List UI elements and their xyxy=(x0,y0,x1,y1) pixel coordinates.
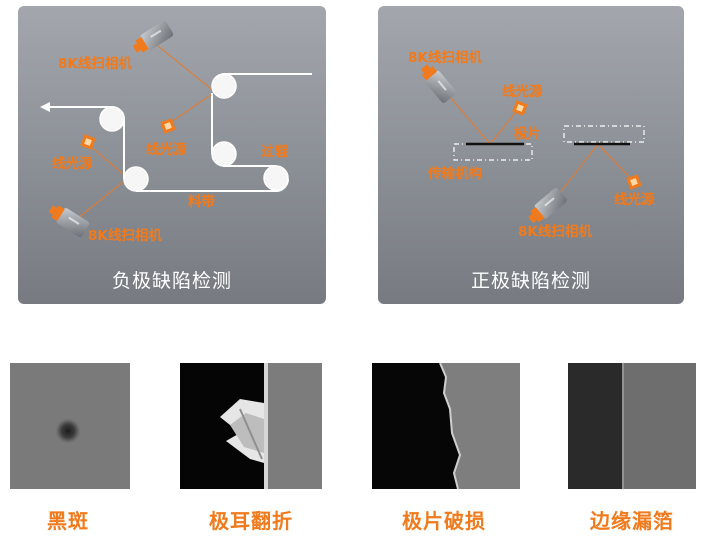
light-beam xyxy=(77,177,129,219)
roller-icon xyxy=(211,73,237,99)
light-source-label: 线光源 xyxy=(614,191,655,208)
camera-label: 8K线扫相机 xyxy=(408,49,482,66)
line-scan-camera-icon xyxy=(528,188,567,224)
roller-icon xyxy=(123,166,149,192)
negative-inspection-panel: 8K线扫相机 线光源 线光源 过辊 料带 8K线扫相机 负极缺陷检测 xyxy=(18,6,326,304)
arrow-left-icon xyxy=(40,102,50,112)
sample-image-edge-foil-exposure xyxy=(568,363,696,489)
sample-image-black-spot xyxy=(10,363,130,489)
camera-label: 8K线扫相机 xyxy=(58,55,132,72)
panel-caption: 正极缺陷检测 xyxy=(470,270,591,292)
line-light-source-icon xyxy=(80,134,96,150)
conveyor-label: 传输机构 xyxy=(427,165,482,182)
line-light-source-icon xyxy=(626,174,642,190)
light-beam xyxy=(89,145,129,179)
electrode-label: 极片 xyxy=(514,125,541,142)
camera-label: 8K线扫相机 xyxy=(88,227,162,244)
negative-diagram: 8K线扫相机 线光源 线光源 过辊 料带 8K线扫相机 xyxy=(40,21,312,244)
roller-icon xyxy=(211,141,237,167)
light-source-label: 线光源 xyxy=(52,155,93,172)
defect-label: 黑斑 xyxy=(47,509,89,533)
sample-image-tab-fold xyxy=(180,363,322,489)
light-beam xyxy=(489,111,517,145)
belt-label: 料带 xyxy=(188,193,215,210)
camera-label: 8K线扫相机 xyxy=(518,223,592,240)
panel-caption: 负极缺陷检测 xyxy=(111,270,232,292)
light-beam xyxy=(152,41,216,93)
light-beam xyxy=(555,143,599,199)
light-source-label: 线光源 xyxy=(146,141,187,158)
line-light-source-icon xyxy=(160,118,176,134)
line-scan-camera-icon xyxy=(48,205,90,237)
line-light-source-icon xyxy=(512,100,528,116)
line-scan-camera-icon xyxy=(420,64,456,103)
light-source-label: 线光源 xyxy=(502,83,543,100)
conveyor-frame xyxy=(563,125,645,143)
conveyor-frame xyxy=(453,143,533,161)
line-scan-camera-icon xyxy=(132,21,174,53)
defect-label: 极片破损 xyxy=(402,509,486,533)
defect-label: 极耳翻折 xyxy=(209,509,293,533)
positive-diagram: 8K线扫相机 线光源 极片 传输机构 线光源 8K线扫相机 xyxy=(408,49,655,240)
roller-label: 过辊 xyxy=(261,143,288,160)
defect-label: 边缘漏箔 xyxy=(590,509,674,533)
roller-icon xyxy=(263,165,289,191)
light-beam xyxy=(597,143,631,179)
roller-icon xyxy=(99,106,125,132)
positive-inspection-panel: 8K线扫相机 线光源 极片 传输机构 线光源 8K线扫相机 正极缺陷检测 xyxy=(378,6,684,304)
light-beam xyxy=(167,91,216,125)
light-beam xyxy=(443,89,491,145)
sample-image-electrode-damage xyxy=(372,363,520,489)
